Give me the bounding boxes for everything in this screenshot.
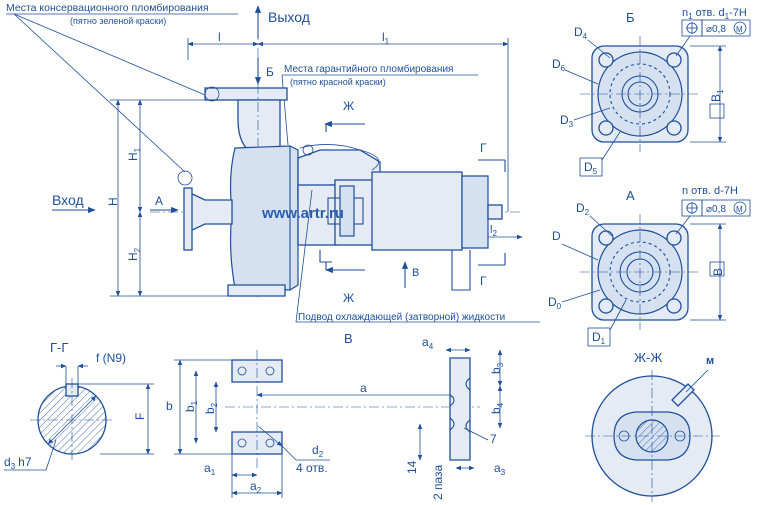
conservation-seal-label: Места консервационного пломбирования [6, 2, 209, 14]
section-g-title: Г-Г [50, 340, 68, 355]
dim-b2: b2 [203, 402, 219, 414]
warranty-seal-label: Места гарантийного пломбирования [284, 63, 453, 75]
dim-a4: a4 [422, 335, 434, 351]
dim-F: F [133, 413, 147, 420]
view-v-feet: b b1 b2 a a1 a2 d2 4 отв. [166, 350, 480, 498]
view-b-tol-mod: M [736, 25, 743, 34]
inlet-arrow-label: А [155, 194, 163, 208]
dim-b: b [166, 399, 173, 413]
section-zh: Ж-Ж м [585, 350, 720, 502]
view-b-marker: Б [266, 65, 274, 79]
dim-a1: a1 [204, 461, 216, 477]
dim-b1: b1 [183, 400, 199, 412]
label-m: м [706, 355, 714, 367]
g-marker-top: Г [480, 141, 487, 155]
label-2-slots: 2 паза [431, 464, 445, 500]
inlet-label: Вход [52, 192, 84, 208]
view-v-label: В [344, 331, 353, 346]
label-D3: D3 [560, 113, 574, 129]
label-D1: D1 [592, 330, 606, 346]
label-7: 7 [490, 432, 497, 446]
view-a-title: А [626, 188, 635, 203]
foot-slot-detail: a4 b3 b4 7 14 2 паза a3 [405, 335, 506, 500]
dim-a2: a2 [250, 479, 262, 495]
label-D2: D2 [576, 201, 590, 217]
view-v-label-small: В [412, 267, 419, 279]
dim-l2: l2 [490, 224, 497, 238]
section-zh-title: Ж-Ж [634, 350, 662, 365]
dim-b3: b3 [489, 362, 505, 374]
dim-l1: l1 [382, 30, 390, 46]
label-D0: D0 [548, 295, 562, 311]
dim-H: H [106, 197, 120, 206]
conservation-seal-note: (пятно зеленой краски) [70, 16, 166, 26]
view-b-flange: Б D4 D6 D3 D5 n1 отв. d1-7H ⌀0,8 M [552, 7, 751, 177]
outlet-label: Выход [268, 9, 310, 25]
label-D: D [552, 229, 561, 243]
dim-l: l [218, 30, 221, 44]
pump-side-view: Места консервационного пломбирования (пя… [6, 2, 540, 346]
view-a-tol: ⌀0,8 [706, 204, 726, 215]
label-D5: D5 [584, 160, 598, 176]
label-14: 14 [405, 460, 419, 474]
dim-a3: a3 [494, 461, 506, 477]
zh-marker-top: Ж [343, 99, 354, 113]
label-holes-4: 4 отв. [296, 461, 328, 475]
zh-marker-bottom: Ж [343, 291, 354, 305]
view-b-holes: n1 отв. d1-7H [682, 7, 747, 21]
dim-d2: d2 [312, 443, 324, 459]
coolant-supply-label: Подвод охлаждающей (затворной) жидкости [298, 312, 505, 323]
watermark: www.artr.ru [261, 205, 344, 222]
warranty-seal-note: (пятно красной краски) [290, 77, 386, 87]
label-D6: D6 [552, 57, 566, 73]
view-a-flange: А D2 D D0 D1 n отв. d-7H ⌀0,8 M [548, 185, 751, 347]
dim-B: B [711, 268, 725, 276]
dim-f: f (N9) [96, 351, 126, 365]
g-marker-bottom: Г [480, 274, 487, 288]
dim-B1: B1 [709, 89, 725, 102]
dim-b4: b4 [489, 402, 505, 414]
view-b-title: Б [626, 10, 635, 25]
label-D4: D4 [574, 25, 588, 41]
view-a-tol-mod: M [736, 205, 743, 214]
dim-H2: H2 [126, 247, 142, 261]
view-b-tol: ⌀0,8 [706, 24, 726, 35]
dim-a: a [360, 381, 367, 395]
dim-H1: H1 [126, 147, 142, 161]
view-a-holes: n отв. d-7H [682, 185, 738, 197]
